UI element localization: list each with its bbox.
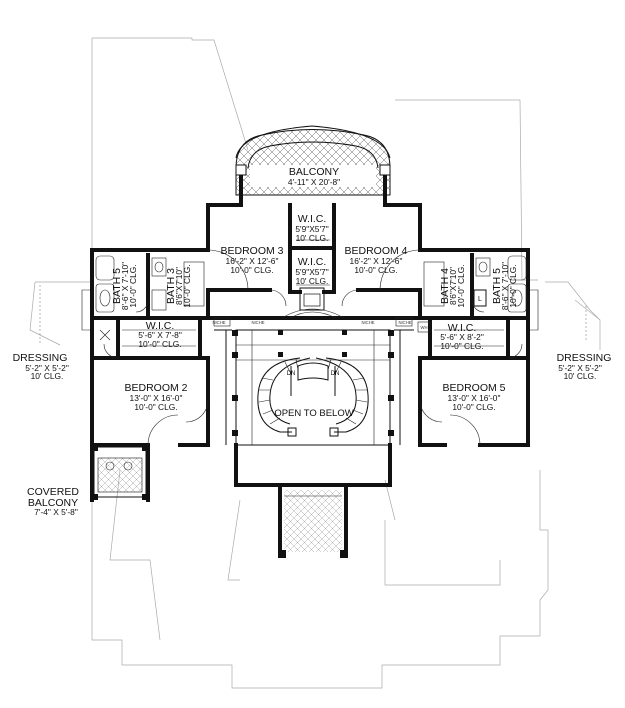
dressing-left-clg: 10' CLG.: [31, 371, 64, 381]
bath5-right-dims: 8'-6" X 7'-10": [500, 262, 510, 310]
wic-left-label: W.I.C.: [146, 320, 175, 332]
covered-balcony-label-1: COVERED: [27, 486, 79, 498]
wic-right-dims: 5'-6" X 8'-2": [440, 332, 484, 342]
dressing-left-dims: 5'-2" X 5'-2": [25, 363, 69, 373]
dressing-right-label: DRESSING: [557, 352, 612, 364]
covered-balcony: [92, 445, 148, 500]
wic-stack: [288, 203, 336, 311]
bedroom4-clg: 10'-0" CLG.: [354, 265, 397, 275]
bedroom2-clg: 10'-0" CLG.: [134, 402, 177, 412]
covered-balcony-label-2: BALCONY: [28, 497, 78, 509]
bedroom4-label: BEDROOM 4: [344, 245, 407, 257]
bedroom5-label: BEDROOM 5: [442, 382, 505, 394]
dressing-right-clg: 10' CLG.: [564, 371, 597, 381]
balcony-label: BALCONY: [289, 166, 339, 178]
dressing-right-dims: 5'-2" X 5'-2": [558, 363, 602, 373]
gallery-details: [214, 308, 414, 446]
covered-balcony-dims: 7'-4" X 5'-8": [34, 507, 78, 517]
dressing-left-label: DRESSING: [13, 352, 68, 364]
dn-label-left: DN: [287, 371, 296, 377]
bedroom5-clg: 10'-0" CLG.: [452, 402, 495, 412]
wic-right-clg: 10'-0" CLG.: [440, 341, 483, 351]
dn-label-right: DN: [331, 371, 340, 377]
bath5-left-label: BATH 5: [111, 268, 123, 304]
bedroom3-dims: 16'-2" X 12'-6": [226, 256, 279, 266]
wic-top1-clg: 10' CLG.: [296, 233, 329, 243]
niche-label-3: NICHE: [361, 320, 374, 325]
bedroom3-label: BEDROOM 3: [220, 245, 283, 257]
bath3-dims: 8'6"X7'10": [174, 267, 184, 305]
bath3-clg: 10'-0" CLG.: [182, 264, 192, 307]
wic-left-clg: 10'-0" CLG.: [138, 339, 181, 349]
wh-label: WH: [421, 325, 428, 330]
bath4-dims: 8'6"X7'10": [448, 267, 458, 305]
bedroom5-dims: 13'-0" X 16'-0": [448, 393, 501, 403]
balcony-area: [235, 125, 391, 205]
staircase: [257, 357, 369, 437]
niche-label-2: NICHE: [251, 320, 264, 325]
bedroom4-dims: 16'-2" X 12'-6": [350, 256, 403, 266]
bath-fixtures: [81, 255, 539, 347]
wic-top2-clg: 10' CLG.: [296, 276, 329, 286]
walls: [90, 203, 530, 557]
bath5-right-label: BATH 5: [491, 268, 503, 304]
bath5-left-dims: 8'-6" X 7'-10": [120, 262, 130, 310]
niche-label-1: NICHE: [212, 320, 225, 325]
bedroom3-clg: 10'-0" CLG.: [230, 265, 273, 275]
bath4-label: BATH 4: [439, 268, 451, 304]
wic-top2-dims: 5'9"X5'7": [295, 267, 328, 277]
wic-left-dims: 5'-6" X 7'-8": [138, 330, 182, 340]
wic-top1-label: W.I.C.: [298, 213, 327, 225]
wic-top1-dims: 5'9"X5'7": [295, 224, 328, 234]
linen-label: L: [478, 296, 482, 303]
room-labels: BALCONY 4'-11" X 20'-8" W.I.C. 5'9"X5'7"…: [13, 166, 612, 517]
bath3-label: BATH 3: [165, 268, 177, 304]
niche-label-4: NICHE: [398, 320, 411, 325]
bedroom2-dims: 13'-0" X 16'-0": [130, 393, 183, 403]
entry-porch: [278, 490, 348, 558]
bath5-left-clg: 10'-0" CLG.: [128, 264, 138, 307]
bath4-clg: 10'-0" CLG.: [456, 264, 466, 307]
balcony-dims: 4'-11" X 20'-8": [288, 177, 340, 187]
door-swings: [103, 249, 523, 446]
fixture-labels: NICHE NICHE NICHE NICHE WH DN DN L: [212, 296, 482, 377]
wic-right-label: W.I.C.: [448, 322, 477, 334]
bedroom2-label: BEDROOM 2: [124, 382, 187, 394]
bath5-right-clg: 10'-0" CLG.: [508, 264, 518, 307]
wic-top2-label: W.I.C.: [298, 256, 327, 268]
lower-level-outline: [29, 37, 601, 689]
open-to-below-label: OPEN TO BELOW: [274, 408, 353, 419]
